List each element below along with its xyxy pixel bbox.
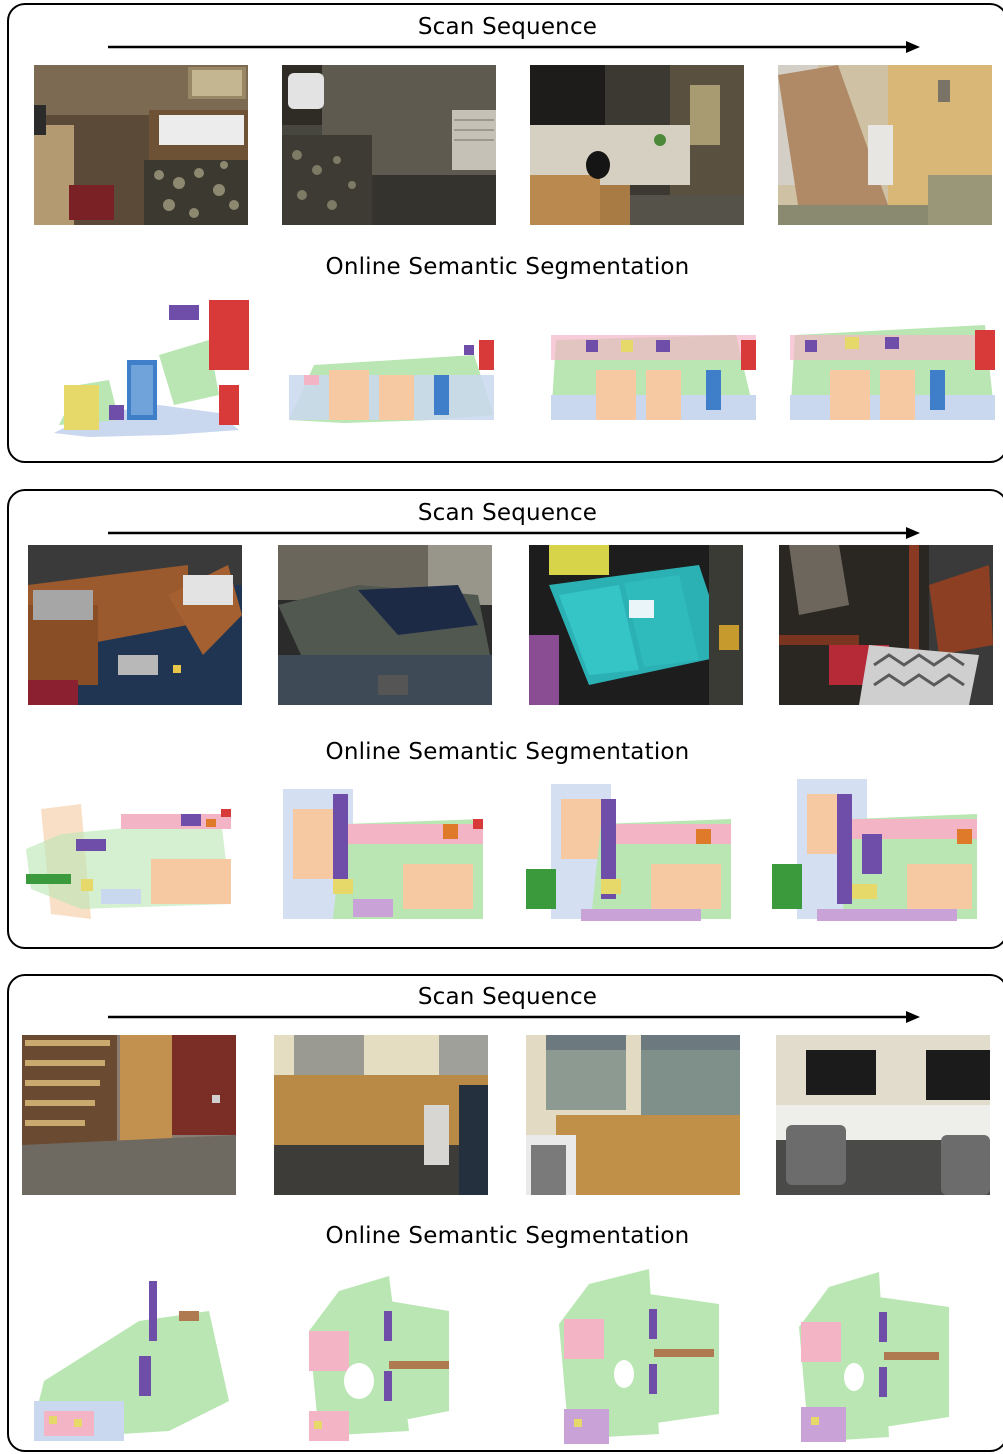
segmentation-cloud — [772, 779, 977, 921]
scan-sequence-label: Scan Sequence — [417, 14, 598, 40]
segmentation-cloud — [283, 789, 483, 919]
online-segmentation-label: Online Semantic Segmentation — [325, 739, 690, 765]
rgb-frame-monitors — [776, 1035, 990, 1195]
rgb-frame-bed — [278, 545, 492, 705]
rgb-frame-door — [778, 65, 992, 225]
segmentation-cloud — [309, 1276, 449, 1441]
rgb-frame-bed-corner — [282, 65, 496, 225]
scan-arrow — [108, 1011, 920, 1023]
segmentation-cloud — [289, 340, 494, 423]
rgb-frame-window — [526, 1035, 740, 1195]
segmentation-cloud — [551, 335, 756, 420]
rgb-frame-bookshelf — [22, 1035, 236, 1195]
scan-sequence-label: Scan Sequence — [417, 984, 598, 1010]
segmentation-cloud — [54, 300, 249, 437]
scene-panel-1: Scan Sequence — [7, 3, 1003, 463]
online-segmentation-label: Online Semantic Segmentation — [325, 254, 690, 280]
segmentation-cloud — [799, 1272, 949, 1442]
rgb-frame-bins — [529, 545, 743, 705]
segmentation-cloud — [34, 1281, 229, 1441]
online-segmentation-label: Online Semantic Segmentation — [325, 1223, 690, 1249]
scene-panel-3: Scan Sequence — [7, 974, 1003, 1452]
scene-panel-2: Scan Sequence — [7, 489, 1003, 949]
segmentation-cloud — [526, 784, 731, 921]
scan-arrow — [108, 41, 920, 53]
rgb-frame-chair — [779, 545, 993, 705]
segmentation-cloud — [790, 325, 995, 420]
rgb-frame-desk-chair — [28, 545, 242, 705]
segmentation-cloud — [26, 804, 231, 919]
segmentation-cloud — [559, 1269, 719, 1444]
rgb-frame-bed — [34, 65, 248, 225]
rgb-frame-desk — [530, 65, 744, 225]
rgb-frame-wall-panel — [274, 1035, 488, 1195]
scan-sequence-label: Scan Sequence — [417, 500, 598, 526]
scan-arrow — [108, 527, 920, 539]
